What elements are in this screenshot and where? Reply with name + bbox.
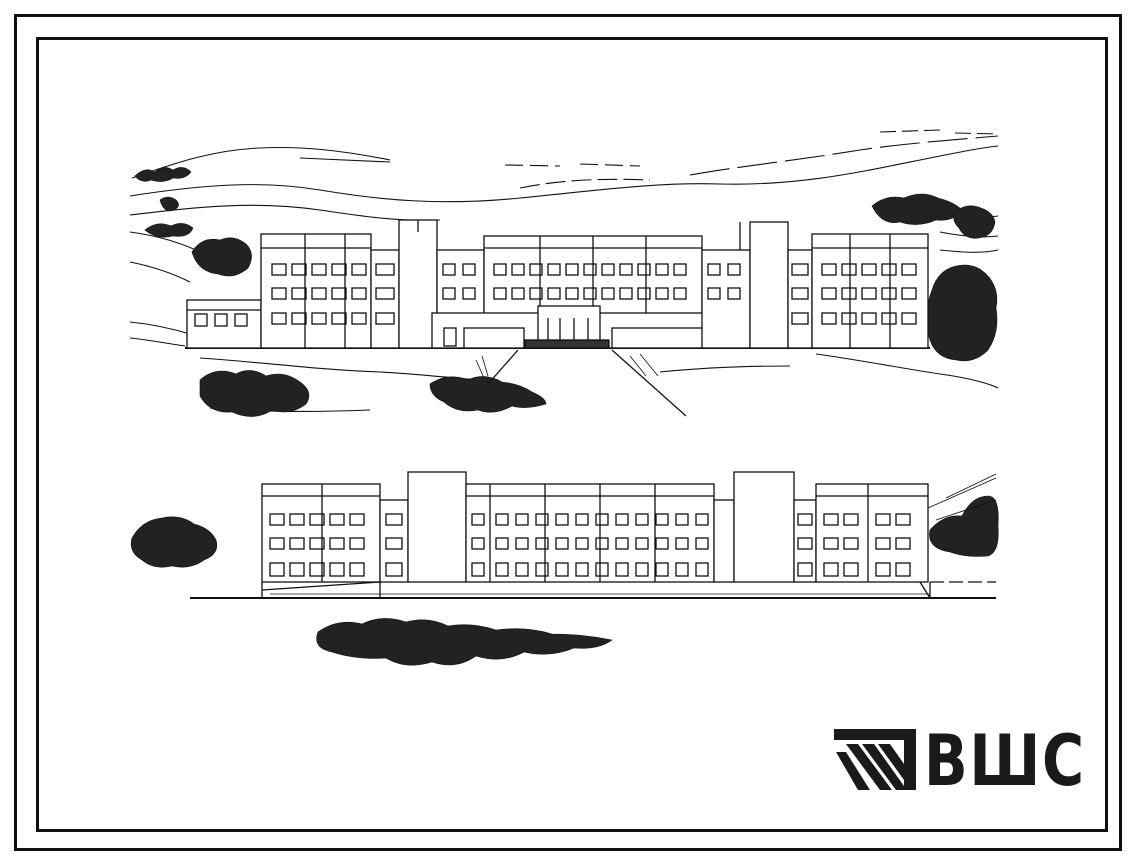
left-stair-tower: [398, 219, 438, 349]
left-wing: [260, 233, 400, 349]
elevation-shrubs: [130, 495, 999, 666]
facade-elevation: [130, 471, 999, 666]
right-stair-tower: [749, 221, 789, 349]
elevation-right-wing: [793, 483, 929, 583]
elevation-central-block: [465, 483, 715, 583]
perspective-view: [129, 129, 999, 417]
logo-emblem-spacer: [834, 726, 920, 796]
right-wing-windows: [821, 263, 917, 325]
central-block-windows: [493, 263, 687, 300]
approach-path: [475, 349, 687, 417]
left-annex: [186, 299, 262, 349]
right-wing: [787, 233, 929, 349]
publisher-logo: ВШС: [834, 726, 1121, 796]
striped-slanted-emblem-icon: [834, 729, 916, 790]
outer-frame: [14, 14, 1122, 851]
shrubs: [134, 167, 998, 417]
logo-text: ВШС: [924, 720, 1086, 802]
elevation-right-tower: [733, 471, 795, 583]
left-wing-windows: [271, 263, 367, 325]
elevation-left-wing: [261, 483, 409, 583]
elevation-left-tower: [407, 471, 467, 583]
inner-frame: [36, 37, 1108, 832]
